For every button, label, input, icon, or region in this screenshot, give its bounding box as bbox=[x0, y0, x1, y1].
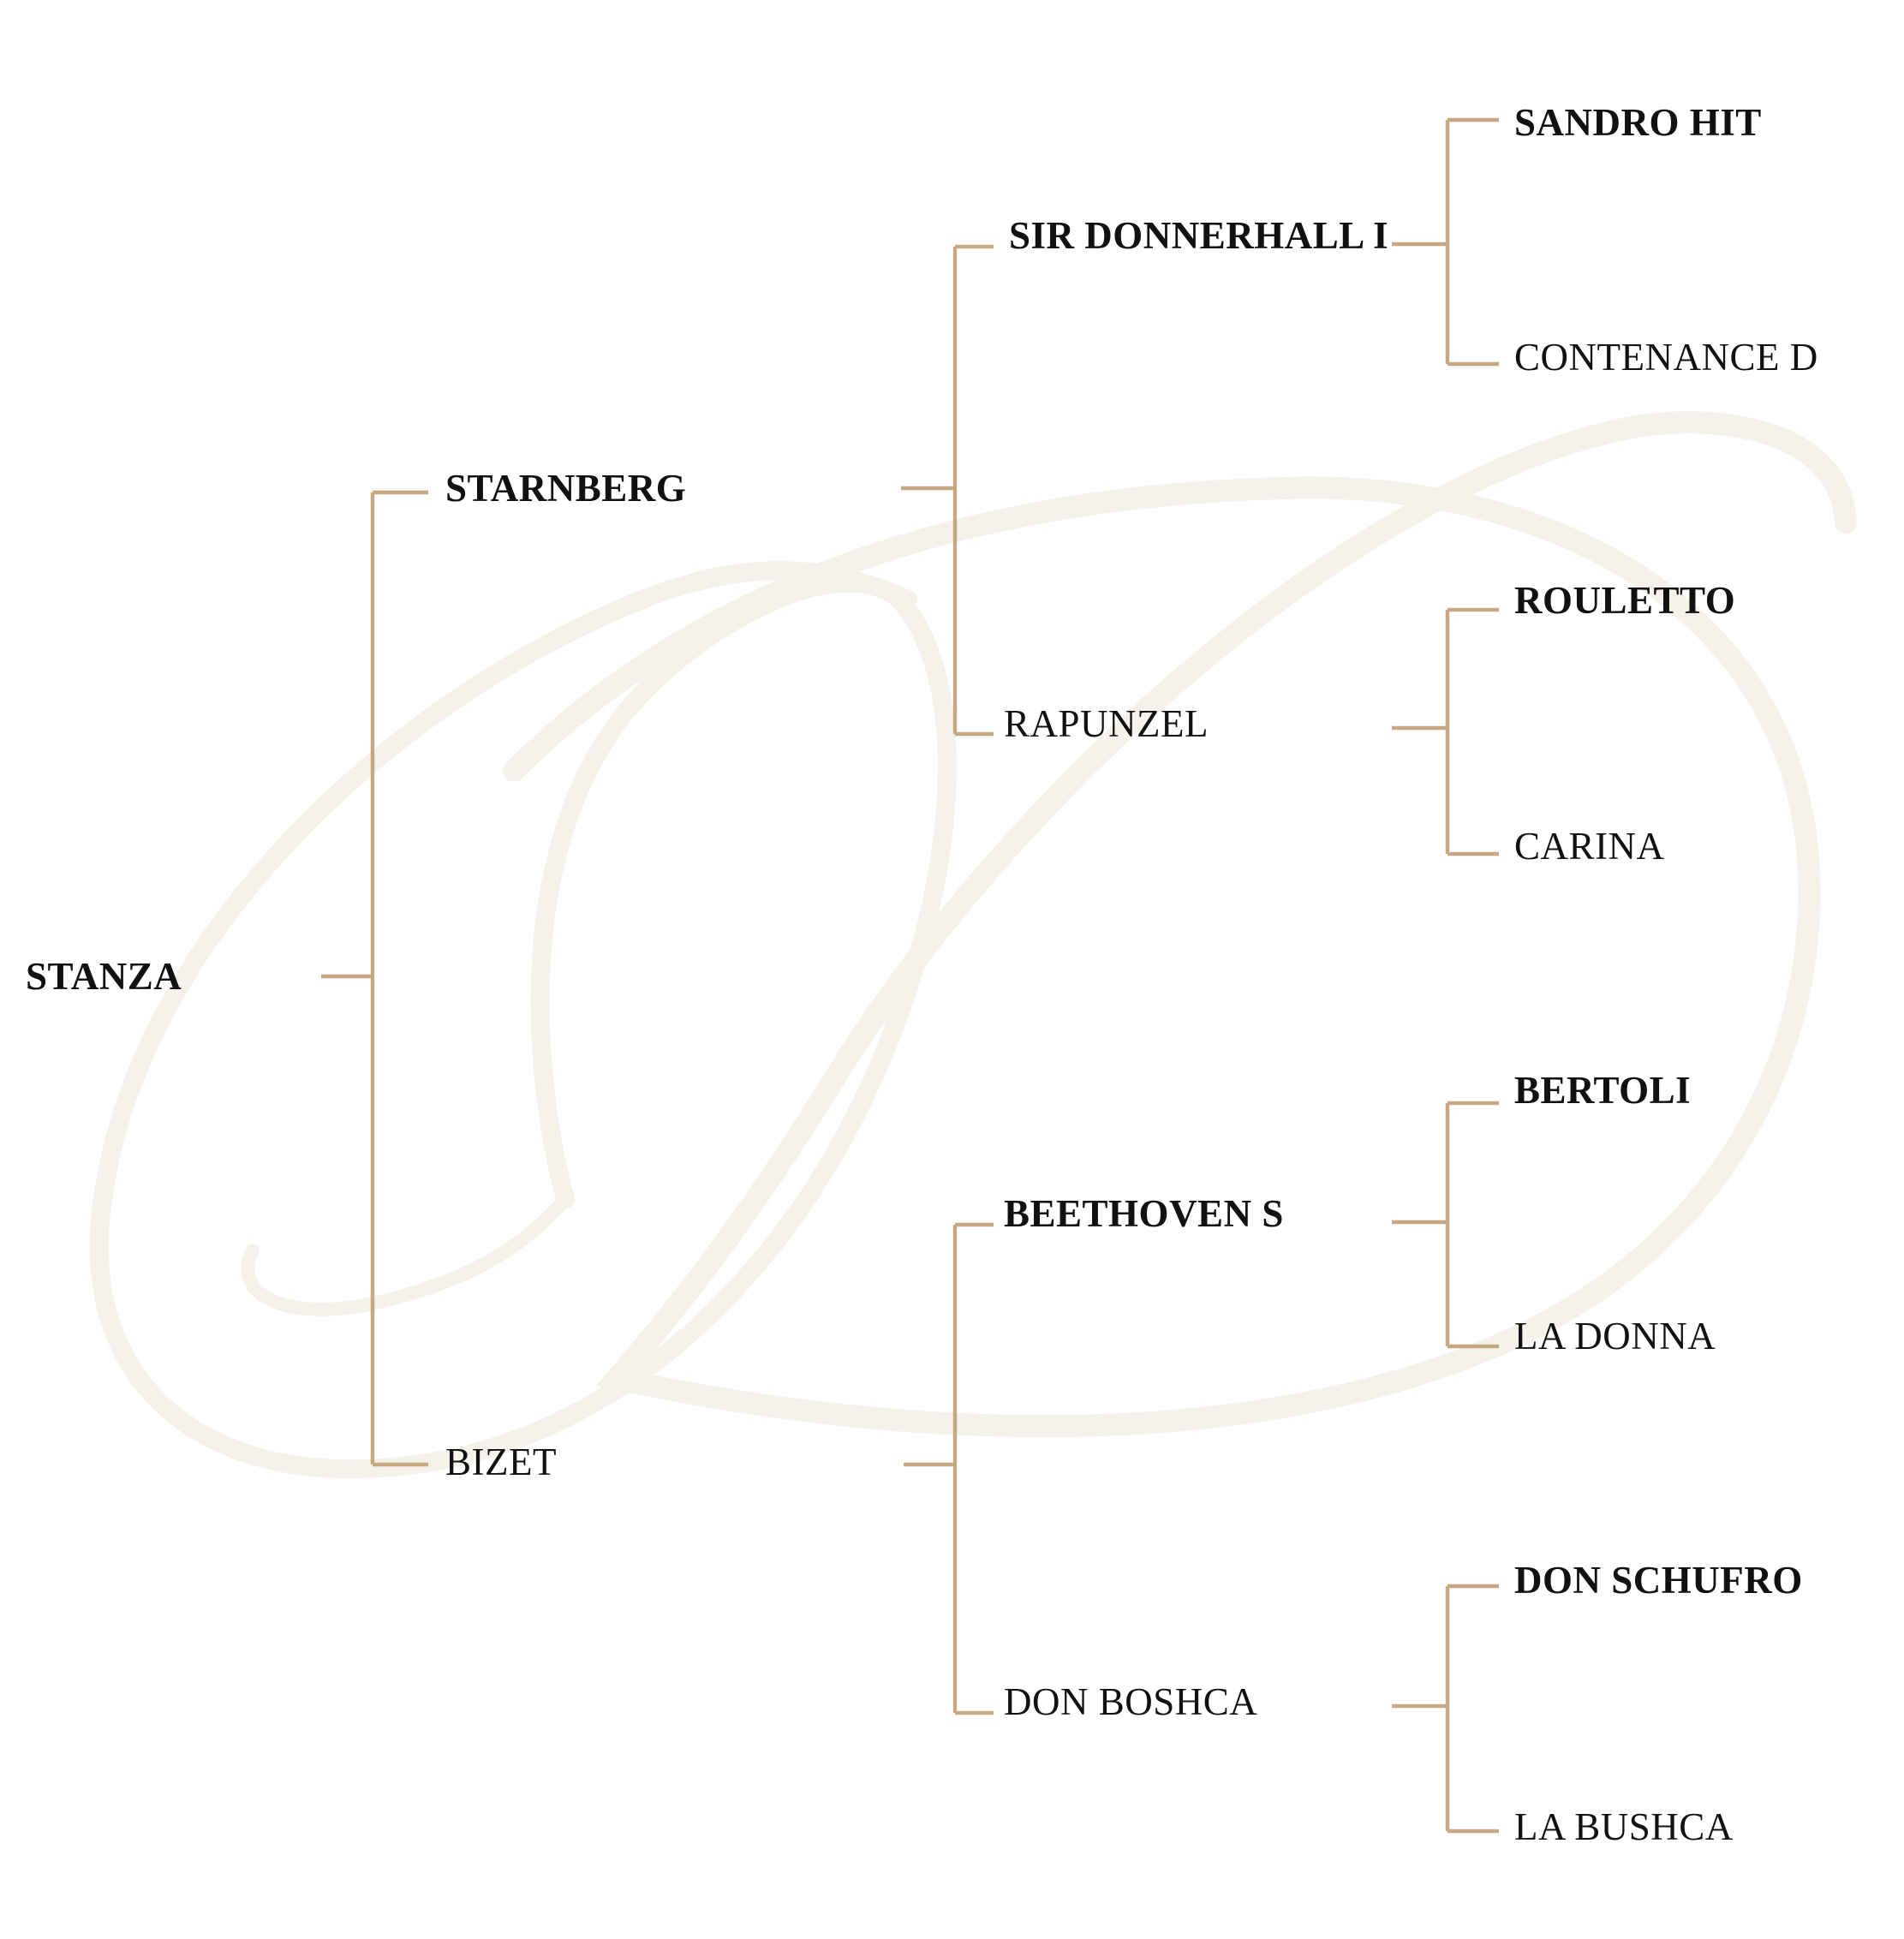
bracket-rapunzel bbox=[1392, 607, 1499, 856]
dam-sire-dam-name: LA DONNA bbox=[1514, 1315, 1716, 1357]
dam-name: BIZET bbox=[445, 1441, 557, 1483]
bracket-starnberg bbox=[901, 244, 994, 737]
script-letter-d-logo bbox=[89, 411, 1857, 1479]
bracket-sir-donnerhall bbox=[1392, 117, 1499, 367]
sire-dam-name: RAPUNZEL bbox=[1004, 702, 1209, 745]
sire-sire-name: SIR DONNERHALL I bbox=[1009, 214, 1388, 257]
dam-dam-sire-name: DON SCHUFRO bbox=[1514, 1559, 1803, 1602]
bracket-beethoven-s bbox=[1392, 1101, 1499, 1349]
horse-name: STANZA bbox=[26, 955, 182, 998]
dam-sire-name: BEETHOVEN S bbox=[1004, 1192, 1284, 1235]
bracket-don-boshca bbox=[1392, 1584, 1499, 1834]
pedigree-connectors bbox=[321, 117, 1499, 1834]
sire-sire-dam-name: CONTENANCE D bbox=[1514, 336, 1818, 379]
bracket-bizet bbox=[904, 1222, 994, 1715]
dam-dam-name: DON BOSHCA bbox=[1004, 1680, 1257, 1723]
pedigree-names: STANZA STARNBERG BIZET SIR DONNERHALL I … bbox=[26, 101, 1818, 1848]
sire-name: STARNBERG bbox=[445, 467, 686, 510]
sire-sire-sire-name: SANDRO HIT bbox=[1514, 101, 1762, 144]
sire-dam-sire-name: ROULETTO bbox=[1514, 579, 1735, 622]
dam-dam-dam-name: LA BUSHCA bbox=[1514, 1805, 1734, 1848]
dam-sire-sire-name: BERTOLI bbox=[1514, 1069, 1691, 1112]
bracket-stanza bbox=[321, 490, 428, 1467]
sire-dam-dam-name: CARINA bbox=[1514, 825, 1665, 868]
